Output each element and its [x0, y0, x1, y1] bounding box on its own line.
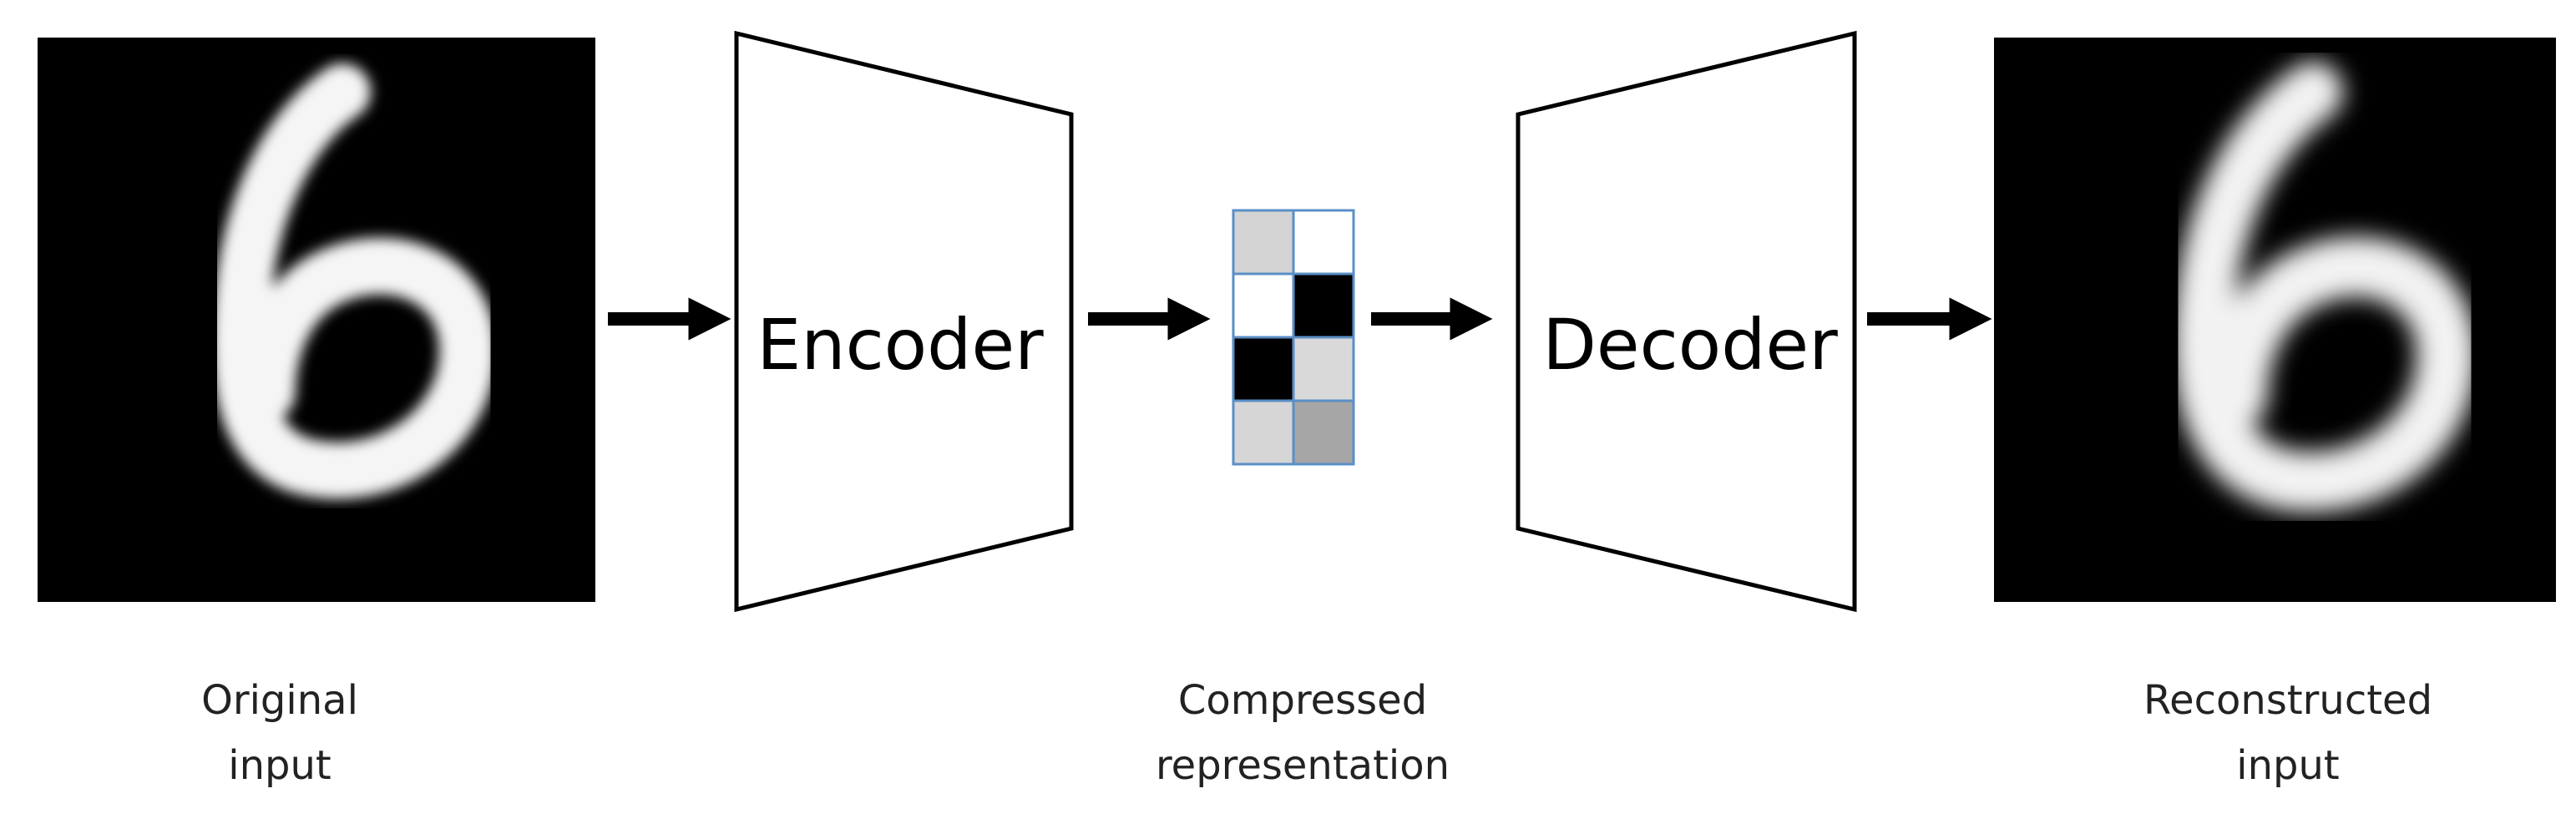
reconstructed-digit-six [2173, 62, 2477, 512]
caption-original-line-2: input [228, 742, 331, 789]
caption-compressed-line-2: representation [1155, 742, 1450, 789]
code-cell-r3-c2 [1292, 336, 1355, 402]
reconstructed-input-image [1994, 38, 2556, 602]
encoder-shape [734, 30, 1074, 613]
caption-compressed-representation: Compressed representation [1127, 668, 1478, 798]
decoder-shape [1516, 30, 1857, 613]
decoder-label: Decoder [1542, 304, 1838, 386]
code-cell-r2-c2 [1292, 272, 1355, 339]
caption-reconstructed-line-1: Reconstructed [2143, 677, 2433, 724]
original-input-image [38, 38, 595, 602]
code-cell-r1-c1 [1232, 209, 1295, 276]
caption-reconstructed-input: Reconstructed input [2113, 668, 2463, 798]
encoder-label: Encoder [757, 304, 1044, 386]
decoder-block: Decoder [1516, 30, 1857, 613]
compressed-representation-grid [1232, 209, 1355, 466]
code-cell-r2-c1 [1232, 272, 1295, 339]
code-cell-r4-c1 [1232, 399, 1295, 466]
code-cell-r4-c2 [1292, 399, 1355, 466]
caption-reconstructed-line-2: input [2236, 742, 2340, 789]
caption-original-input: Original input [142, 668, 418, 798]
original-digit-six [211, 63, 496, 499]
code-cell-r3-c1 [1232, 336, 1295, 402]
encoder-block: Encoder [734, 30, 1074, 613]
caption-compressed-line-1: Compressed [1177, 677, 1428, 724]
code-cell-r1-c2 [1292, 209, 1355, 276]
caption-original-line-1: Original [201, 677, 358, 724]
